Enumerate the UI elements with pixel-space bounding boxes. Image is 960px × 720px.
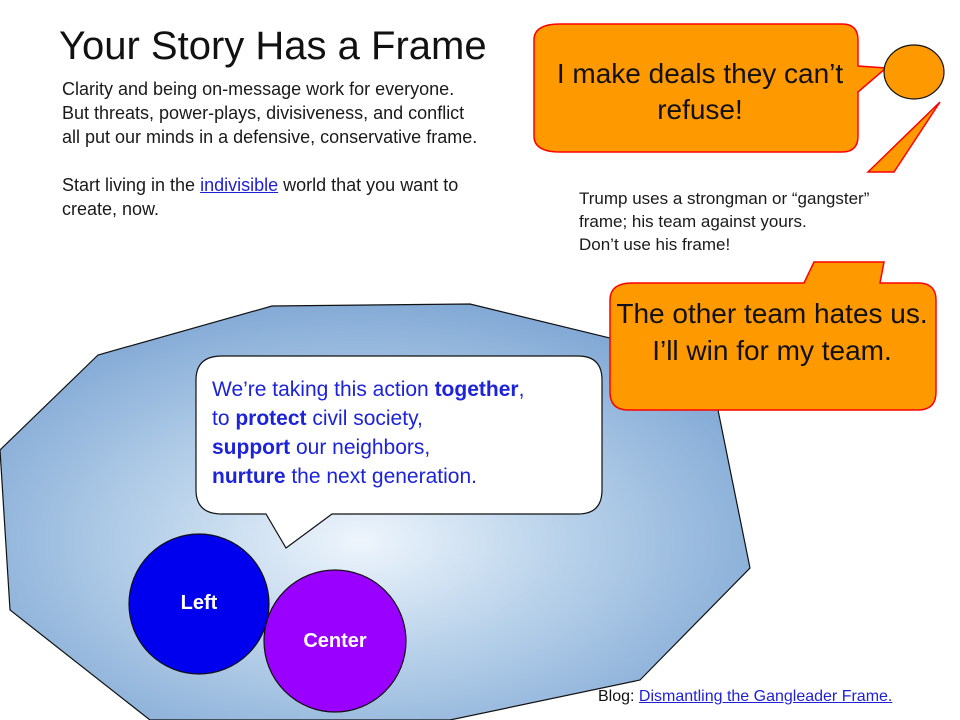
action-callout-text: We’re taking this action together, to pr… xyxy=(212,376,592,492)
speech-bubble-bottom-text: The other team hates us. I’ll win for my… xyxy=(616,298,928,366)
speech-bubble-top-text: I make deals they can’t refuse! xyxy=(556,58,844,125)
indivisible-link[interactable]: indivisible xyxy=(200,174,279,195)
action-line-4-end: the next generation. xyxy=(285,464,477,488)
action-keyword-protect: protect xyxy=(235,406,307,430)
action-line-3: support our neighbors, xyxy=(212,434,592,463)
action-line-1-end: , xyxy=(518,378,525,401)
intro-paragraph-2-start: Start living in the xyxy=(62,174,201,195)
action-keyword-nurture: nurture xyxy=(212,464,286,488)
center-circle xyxy=(263,569,407,713)
action-keyword-support: support xyxy=(212,435,291,459)
action-callout-shape xyxy=(195,355,603,549)
left-circle-label: Left xyxy=(180,592,218,614)
action-keyword-together: together xyxy=(434,378,519,401)
trump-note-line-3: Don’t use his frame! xyxy=(579,235,731,255)
trump-note-line-1: Trump uses a strongman or “gangster” xyxy=(579,189,870,208)
action-line-2-end: civil society, xyxy=(306,406,423,430)
slide-title: Your Story Has a Frame xyxy=(59,24,487,68)
blog-link[interactable]: Dismantling the Gangleader Frame. xyxy=(638,688,893,705)
intro-paragraph-2: Start living in the indivisible world th… xyxy=(62,174,482,222)
intro-paragraph-1: Clarity and being on-message work for ev… xyxy=(62,79,478,147)
trump-frame-note: Trump uses a strongman or “gangster” fra… xyxy=(579,187,959,256)
speech-bubble-top xyxy=(533,23,888,153)
action-line-4: nurture the next generation. xyxy=(212,463,592,492)
blog-prefix: Blog: xyxy=(598,688,639,705)
action-line-2-text: to xyxy=(212,406,236,430)
action-line-1-text: We’re taking this action xyxy=(212,378,435,401)
action-line-1: We’re taking this action together, xyxy=(212,376,592,405)
left-circle xyxy=(128,533,270,675)
intro-paragraph-2-end: world that you want to create, now. xyxy=(62,174,459,219)
trump-note-line-2: frame; his team against yours. xyxy=(579,212,807,232)
intro-text: Clarity and being on-message work for ev… xyxy=(62,78,482,222)
blog-reference: Blog: Dismantling the Gangleader Frame. xyxy=(598,688,892,706)
center-circle-label: Center xyxy=(303,630,367,652)
action-line-3-end: our neighbors, xyxy=(290,435,431,459)
speech-pointer-upper xyxy=(866,101,941,173)
speaker-head-shape xyxy=(883,44,945,100)
speech-bubble-bottom xyxy=(609,261,937,411)
action-line-2: to protect civil society, xyxy=(212,405,592,434)
